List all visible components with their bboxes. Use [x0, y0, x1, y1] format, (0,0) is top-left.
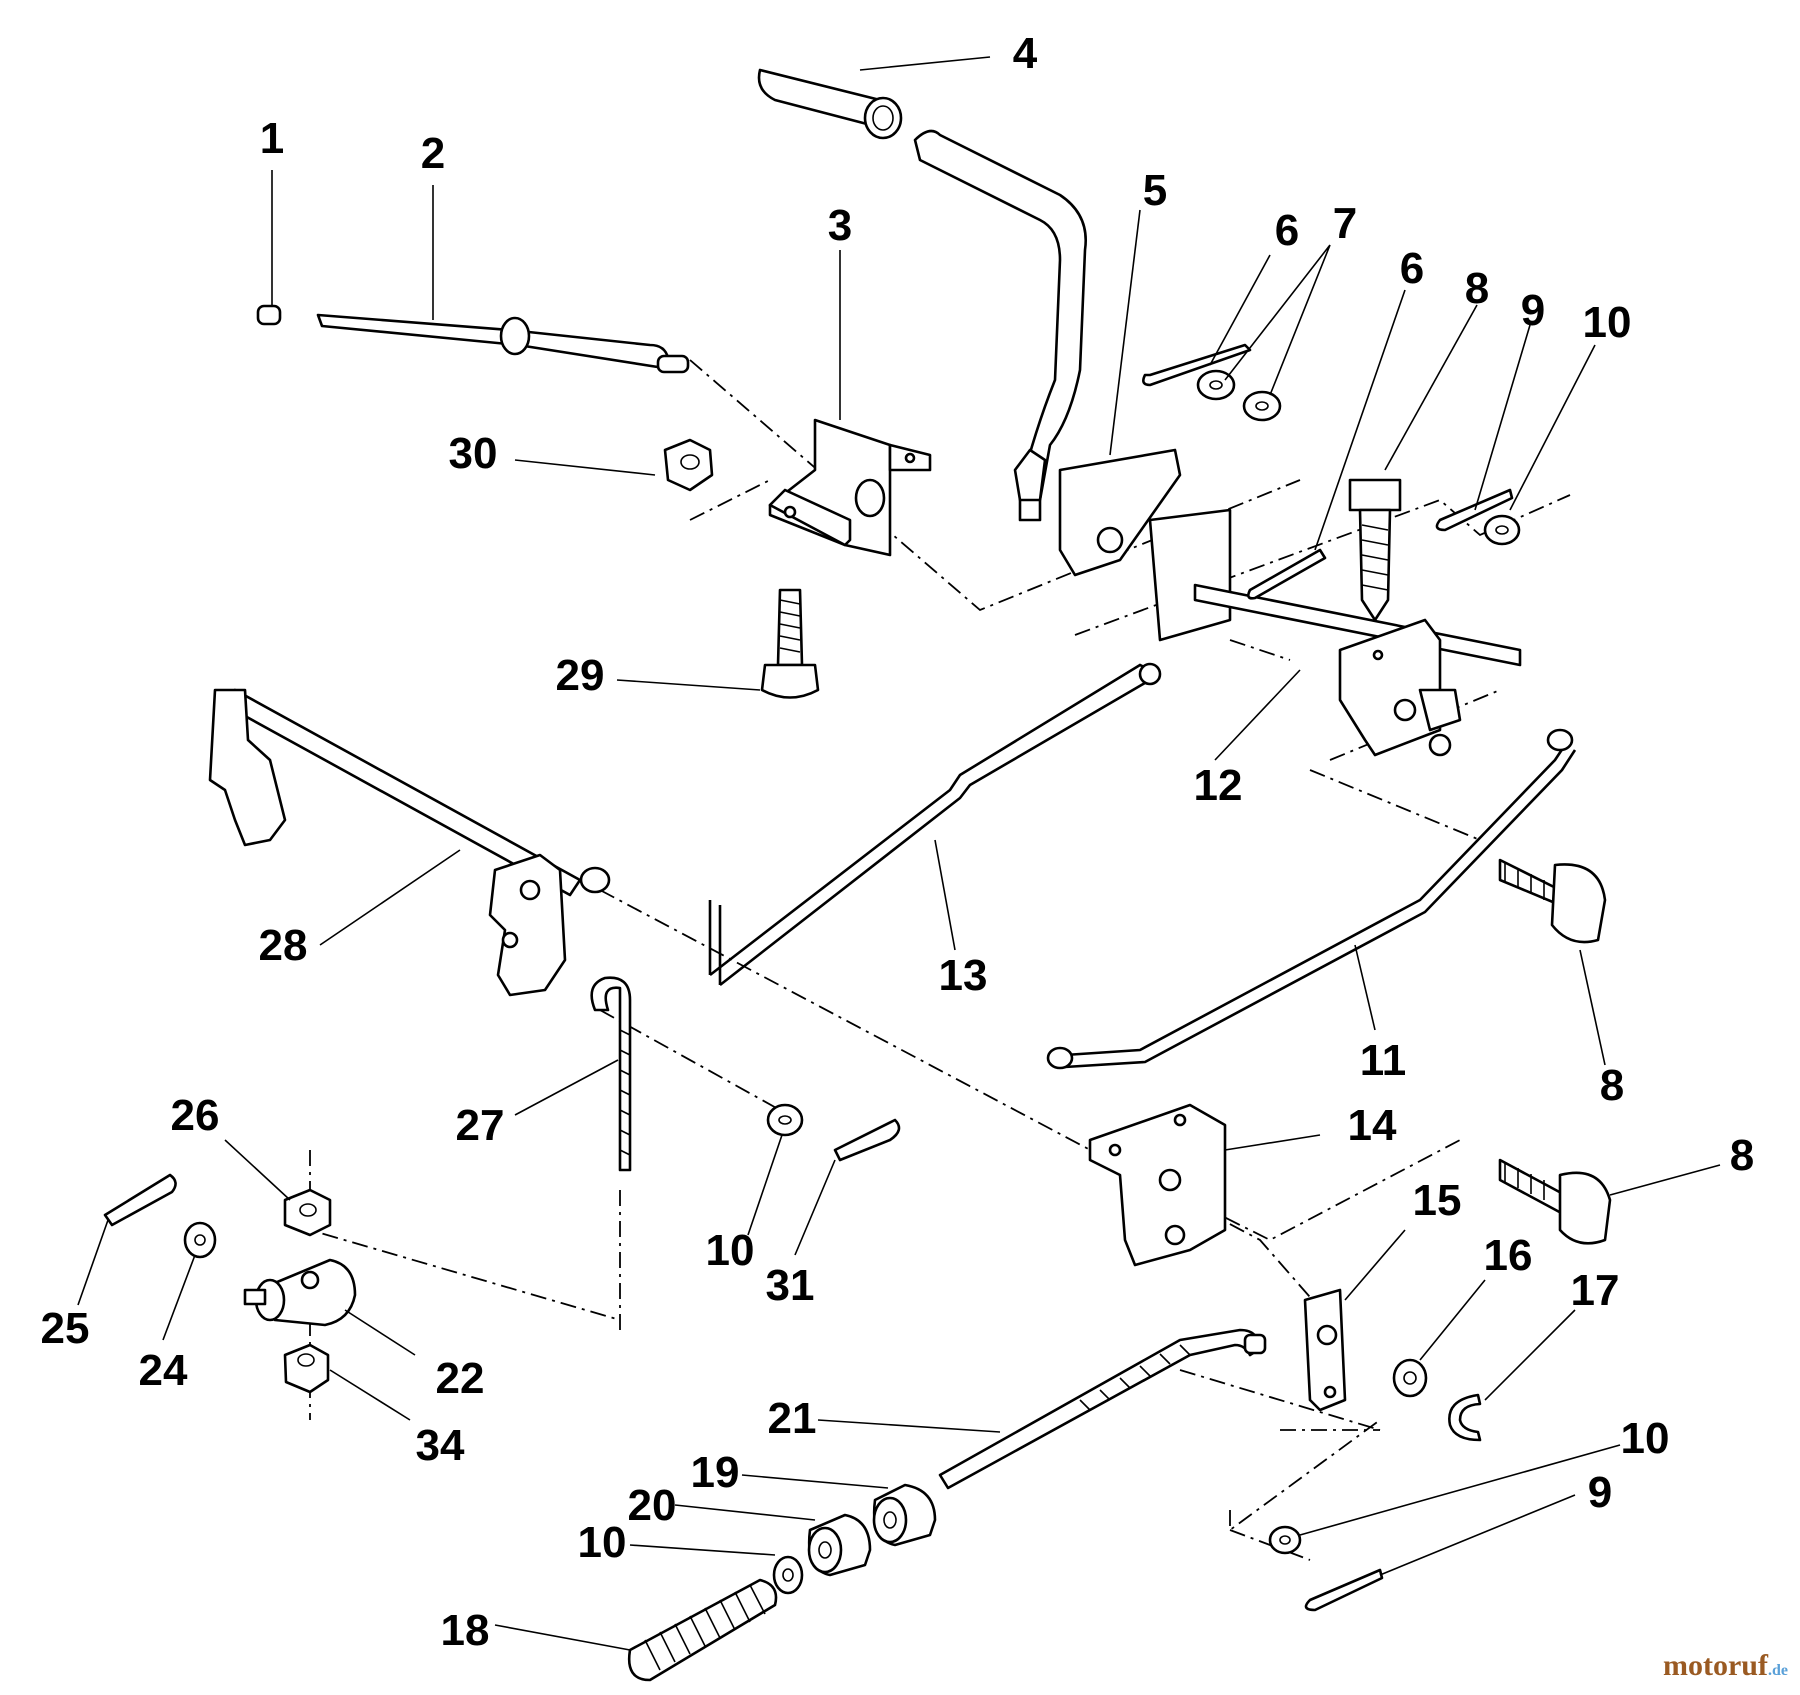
part-e-clip-17: [1448, 1393, 1482, 1442]
part-bolt-29: [760, 588, 820, 699]
part-nut-30: [663, 438, 714, 492]
part-cross-shaft-28: [208, 688, 611, 997]
callout-26: 26: [171, 1091, 220, 1140]
watermark-suffix: .de: [1768, 1662, 1788, 1679]
callout-9a: 9: [1521, 286, 1545, 335]
callout-14: 14: [1348, 1101, 1397, 1150]
part-washer-10b: [766, 1103, 804, 1137]
callout-10a: 10: [1583, 298, 1632, 347]
callout-10d: 10: [1621, 1414, 1670, 1463]
callout-24: 24: [139, 1346, 188, 1395]
callout-8c: 8: [1730, 1131, 1754, 1180]
callout-labels: 1 2 3 4 5 6 7 6 8 9 10 30 29 12 28 13 11…: [41, 29, 1755, 1655]
part-spring-18: [627, 1578, 778, 1682]
watermark: motoruf.de: [1663, 1649, 1788, 1683]
callout-5: 5: [1143, 166, 1167, 215]
part-nut-34: [283, 1343, 330, 1394]
leader-lines: [77, 56, 1721, 1651]
part-washer-7a: [1196, 369, 1236, 401]
part-washer-10c: [772, 1555, 804, 1595]
callout-22: 22: [436, 1354, 485, 1403]
callout-16: 16: [1484, 1231, 1533, 1280]
callout-10b: 10: [706, 1226, 755, 1275]
part-washer-10d: [1268, 1525, 1302, 1555]
callout-21: 21: [768, 1394, 817, 1443]
part-link-rod-11: [1046, 728, 1577, 1070]
callout-1: 1: [260, 114, 284, 163]
callout-11: 11: [1360, 1036, 1407, 1085]
part-nut-26: [283, 1188, 332, 1237]
watermark-brand: motoruf: [1663, 1649, 1768, 1682]
callout-18: 18: [441, 1606, 490, 1655]
part-rod-2: [316, 313, 690, 374]
callout-15: 15: [1413, 1176, 1462, 1225]
part-cotter-pin-9a: [1435, 488, 1514, 532]
part-washer-10a: [1483, 514, 1521, 546]
callout-17: 17: [1571, 1266, 1620, 1315]
callout-19: 19: [691, 1448, 740, 1497]
callout-28: 28: [259, 921, 308, 970]
part-cotter-pin-9b: [1304, 1568, 1384, 1612]
part-nut-20: [807, 1513, 872, 1577]
part-bracket-3: [768, 418, 932, 557]
part-washer-7b: [1242, 390, 1282, 422]
part-nut-19: [872, 1483, 937, 1547]
callout-6b: 6: [1400, 244, 1424, 293]
callout-9b: 9: [1588, 1468, 1612, 1517]
callout-30: 30: [449, 429, 498, 478]
part-hair-pin-31: [833, 1118, 901, 1162]
callout-29: 29: [556, 651, 605, 700]
part-pin: [256, 304, 282, 326]
callout-25: 25: [41, 1304, 90, 1353]
part-bolt-8a: [1348, 478, 1402, 622]
part-threaded-rod-21: [938, 1328, 1267, 1490]
part-plate-15: [1303, 1288, 1347, 1412]
part-bolt-8b: [1498, 858, 1607, 944]
part-bracket-12: [1338, 618, 1462, 757]
callout-13: 13: [939, 951, 988, 1000]
callout-3: 3: [828, 201, 852, 250]
part-washer-24: [183, 1221, 217, 1259]
callout-8a: 8: [1465, 264, 1489, 313]
callout-31: 31: [766, 1261, 815, 1310]
part-bolt-8c: [1498, 1158, 1612, 1245]
callout-6: 6: [1275, 206, 1299, 255]
callout-7: 7: [1333, 199, 1357, 248]
part-cotter-pin-6b: [1247, 548, 1327, 600]
callout-27: 27: [456, 1101, 505, 1150]
callout-20: 20: [628, 1481, 677, 1530]
callout-4: 4: [1013, 29, 1038, 78]
callout-10c: 10: [578, 1518, 627, 1567]
callout-8b: 8: [1600, 1061, 1624, 1110]
part-cotter-pin-6: [1142, 343, 1252, 387]
part-hook-rod-27: [590, 976, 632, 1172]
part-link-rod-13: [708, 662, 1162, 987]
part-grip: [757, 68, 903, 140]
callout-12: 12: [1194, 761, 1243, 810]
part-hair-pin-25: [103, 1173, 177, 1227]
callout-2: 2: [421, 129, 445, 178]
callout-34: 34: [416, 1421, 465, 1470]
part-bracket-14: [1088, 1103, 1227, 1267]
part-washer-16: [1392, 1358, 1428, 1398]
part-swivel-22: [243, 1258, 357, 1327]
